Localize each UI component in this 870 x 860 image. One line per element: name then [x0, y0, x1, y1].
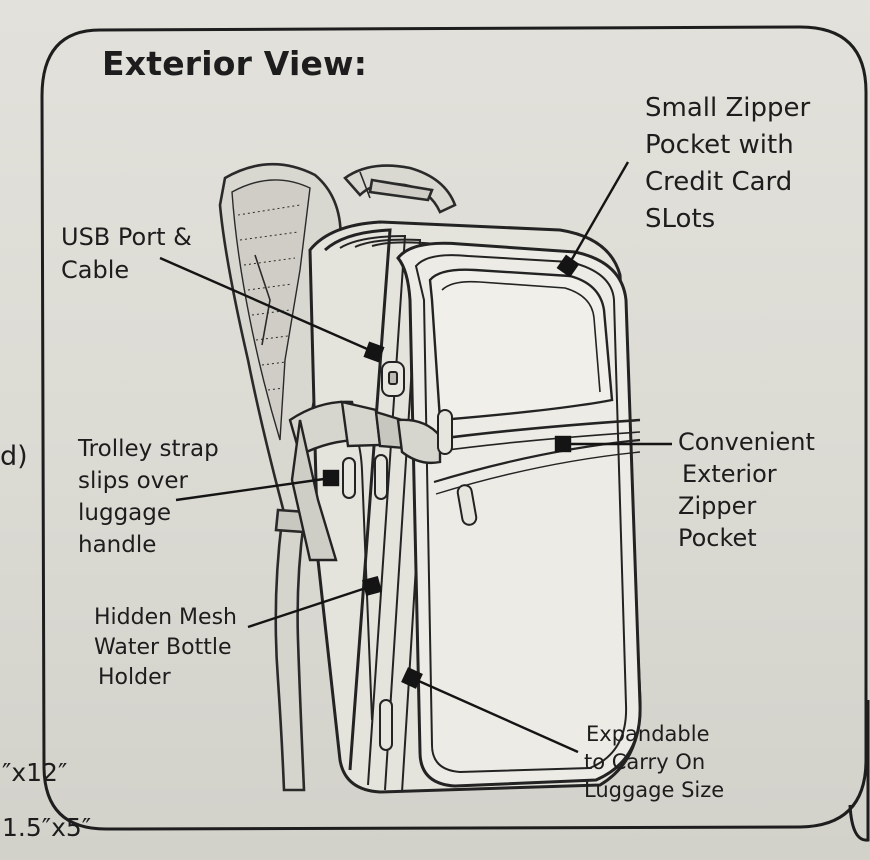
callout-line: Hidden Mesh	[94, 605, 237, 630]
callout-line: to Carry On	[584, 750, 706, 774]
callout-line: Exterior	[682, 460, 777, 488]
zipper-pulls	[342, 409, 478, 751]
callout-expandable: Expandable to Carry On Luggage Size	[584, 720, 724, 804]
callout-line: Zipper	[678, 492, 757, 520]
dimension-fragment-bottom: 1.5″x5″	[2, 813, 92, 842]
callout-small-zipper-pocket: Small Zipper Pocket with Credit Card SLo…	[645, 90, 810, 238]
shoulder-strap	[218, 162, 342, 792]
callout-line: handle	[78, 532, 157, 558]
callout-line: Holder	[98, 665, 171, 690]
callout-trolley-strap: Trolley strap slips over luggage handle	[78, 433, 219, 561]
exterior-view-heading: Exterior View:	[102, 44, 368, 83]
callout-usb-port: USB Port & Cable	[61, 221, 192, 287]
callout-line: luggage	[78, 500, 172, 526]
dimension-fragment-top: ″x12″	[2, 758, 68, 787]
usb-port-emblem	[381, 361, 405, 397]
callout-line: SLots	[645, 204, 716, 234]
top-handle	[343, 164, 457, 214]
callout-line: slips over	[78, 468, 188, 494]
callout-line: Water Bottle	[94, 635, 232, 660]
panel-frame	[40, 25, 868, 831]
edge-text-fragment: d)	[0, 441, 28, 472]
callout-line: USB Port &	[61, 223, 192, 251]
callout-line: Trolley strap	[78, 436, 219, 462]
callout-line: Small Zipper	[645, 93, 811, 123]
callout-line: Cable	[61, 256, 130, 284]
adjacent-panel-edge	[848, 700, 870, 842]
callout-water-bottle-holder: Hidden Mesh Water Bottle Holder	[94, 603, 237, 693]
callout-line: Convenient	[678, 428, 815, 456]
callout-line: Expandable	[586, 722, 710, 746]
callout-line: Pocket	[678, 524, 757, 552]
callout-leaders	[159, 161, 672, 754]
callout-line: Credit Card	[645, 167, 793, 197]
callout-line: Luggage Size	[584, 778, 725, 802]
callout-exterior-zipper-pocket: Convenient Exterior Zipper Pocket	[678, 426, 815, 554]
callout-line: Pocket with	[645, 130, 794, 160]
buckle-hardware	[288, 400, 442, 562]
